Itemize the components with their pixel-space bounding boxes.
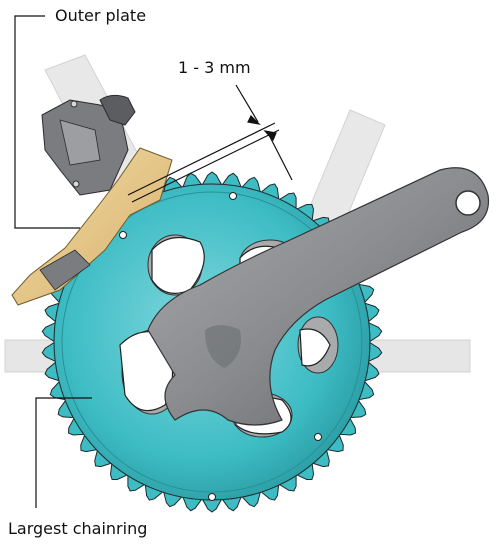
chainring-leader (35, 397, 92, 508)
crank-arm-icon (147, 167, 490, 426)
chainring-inner-edge (61, 191, 363, 493)
leader-lines (14, 15, 92, 508)
gap-dimension (127, 84, 293, 203)
gap-measurement-label: 1 - 3 mm (178, 58, 251, 77)
largest-chainring-label: Largest chainring (8, 519, 148, 538)
outer-plate-leader (14, 15, 80, 229)
chainring-bolts (119, 192, 322, 501)
front-derailleur-icon (11, 94, 173, 306)
outer-plate-label: Outer plate (55, 6, 147, 25)
